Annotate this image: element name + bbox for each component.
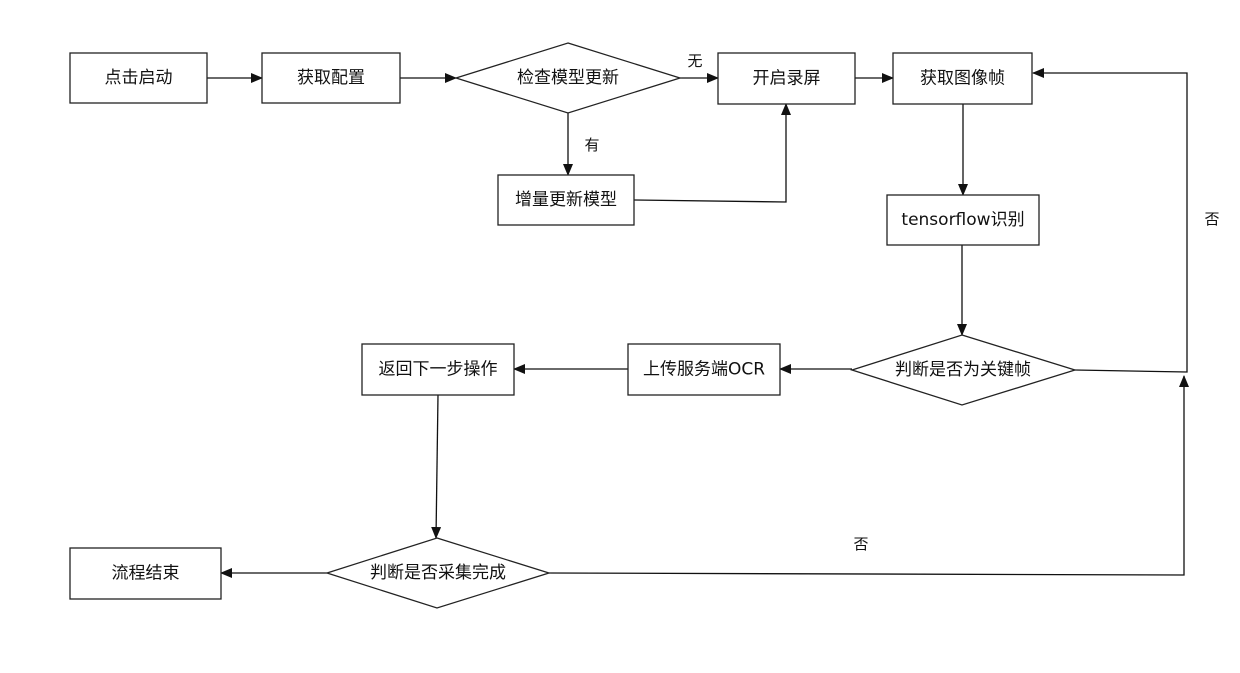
node-is-keyframe: 判断是否为关键帧 [849,334,1078,406]
node-is-keyframe-label: 判断是否为关键帧 [895,360,1031,380]
edge-label-no-update: 无 [687,52,702,70]
edge-label-not-keyframe: 否 [1204,210,1219,228]
node-start-recording-label: 开启录屏 [753,69,821,89]
node-get-config: 获取配置 [261,52,401,104]
node-end: 流程结束 [69,547,222,600]
node-get-config-label: 获取配置 [297,68,365,88]
node-is-collection-done: 判断是否采集完成 [324,537,552,609]
node-tensorflow-recognition-label: tensorflow识别 [901,210,1024,230]
node-return-next-step: 返回下一步操作 [361,343,515,396]
edge-label-has-update: 有 [584,136,599,154]
edge-return-to-done-check [431,394,442,539]
node-start-label: 点击启动 [105,68,173,88]
node-get-frame-label: 获取图像帧 [920,69,1005,89]
node-incremental-update: 增量更新模型 [497,174,635,226]
node-tensorflow-recognition: tensorflow识别 [886,194,1040,246]
edge-done-loop-back [548,375,1189,576]
node-incremental-update-label: 增量更新模型 [515,190,617,210]
edge-label-not-done: 否 [853,535,868,553]
node-check-model-update: 检查模型更新 [453,42,683,114]
node-upload-ocr: 上传服务端OCR [627,343,781,396]
node-upload-ocr-label: 上传服务端OCR [643,360,765,380]
edges [207,68,1189,578]
node-check-model-update-label: 检查模型更新 [517,68,619,88]
edge-update-to-recording [633,103,791,203]
edge-keyframe-loop-back [1032,68,1188,373]
node-start: 点击启动 [69,52,208,104]
node-get-frame: 获取图像帧 [892,52,1033,105]
node-end-label: 流程结束 [112,564,180,584]
node-return-next-step-label: 返回下一步操作 [379,360,498,380]
node-is-collection-done-label: 判断是否采集完成 [370,563,506,583]
node-start-recording: 开启录屏 [717,52,856,105]
